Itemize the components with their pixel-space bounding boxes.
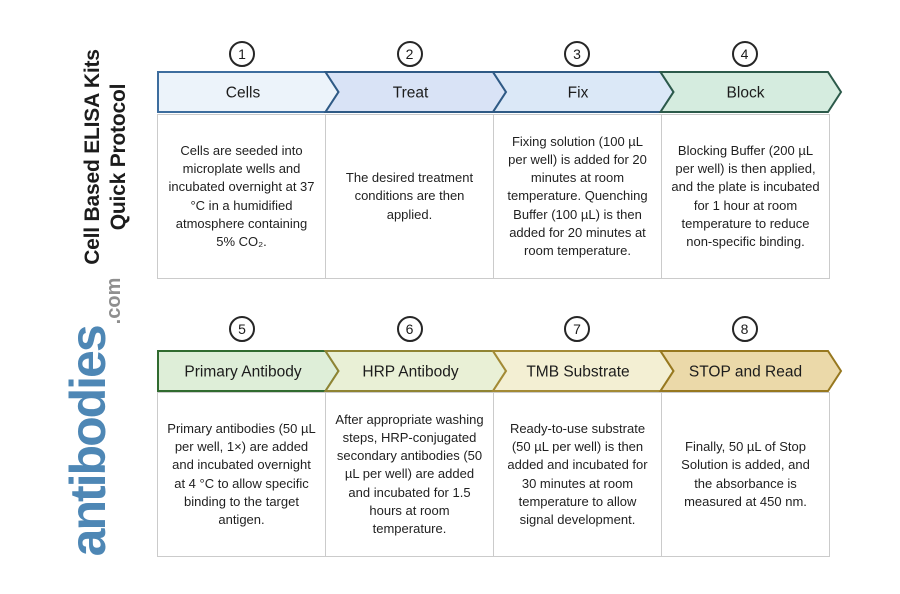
brand-logo-tld: .com [103,277,125,325]
step-description-2-text: The desired treatment conditions are the… [345,170,474,222]
step-label-treat: Treat [393,85,429,102]
step-label-primary-antibody: Primary Antibody [184,364,301,381]
step-description-6-text: After appropriate washing steps, HRP-con… [335,411,484,536]
step-label-hrp-antibody: HRP Antibody [362,364,458,381]
step-number-8: 8 [731,316,758,342]
step-label-cells: Cells [226,85,261,102]
step-description-6: After appropriate washing steps, HRP-con… [325,392,494,557]
description-row-1: Cells are seeded into microplate wells a… [157,114,830,279]
page-title-line-1: Cell Based ELISA Kits [80,49,104,265]
step-description-5-text: Primary antibodies (50 µL per well, 1×) … [167,420,316,527]
step-number-6: 6 [396,316,423,342]
step-description-3: Fixing solution (100 µL per well) is add… [493,114,662,279]
arrow-band-row-2: Primary Antibody HRP Antibody TMB Substr… [157,350,843,392]
step-label-block: Block [727,85,765,102]
step-number-4: 4 [731,41,758,67]
step-description-1: Cells are seeded into microplate wells a… [157,114,326,279]
step-description-7: Ready-to-use substrate (50 µL per well) … [493,392,662,557]
arrow-band-row-1: Cells Treat Fix Block [157,71,843,113]
step-description-5: Primary antibodies (50 µL per well, 1×) … [157,392,326,557]
step-number-3: 3 [564,41,590,67]
page-title-line-2: Quick Protocol [107,83,130,231]
step-description-2: The desired treatment conditions are the… [325,114,494,279]
brand-logo: antibodies .com [59,278,125,557]
step-description-3-text: Fixing solution (100 µL per well) is add… [507,133,648,258]
page-title: Cell Based ELISA Kits Quick Protocol [80,49,133,265]
step-number-2: 2 [396,41,423,67]
step-label-stop-and-read: STOP and Read [689,364,802,381]
description-row-2: Primary antibodies (50 µL per well, 1×) … [157,392,830,557]
step-description-8: Finally, 50 µL of Stop Solution is added… [661,392,830,557]
step-description-4: Blocking Buffer (200 µL per well) is the… [661,114,830,279]
step-description-8-text: Finally, 50 µL of Stop Solution is added… [681,439,810,509]
step-description-4-text: Blocking Buffer (200 µL per well) is the… [671,142,820,249]
step-description-7-text: Ready-to-use substrate (50 µL per well) … [507,420,648,527]
step-label-tmb-substrate: TMB Substrate [526,364,629,381]
step-label-fix: Fix [568,85,589,102]
step-number-7: 7 [564,316,590,342]
step-description-1-text: Cells are seeded into microplate wells a… [168,142,315,249]
step-number-1: 1 [229,41,255,67]
step-number-5: 5 [229,316,255,342]
step-arrow-stop-and-read [658,350,843,392]
brand-logo-name: antibodies [60,326,116,557]
step-arrow-block [658,71,843,113]
